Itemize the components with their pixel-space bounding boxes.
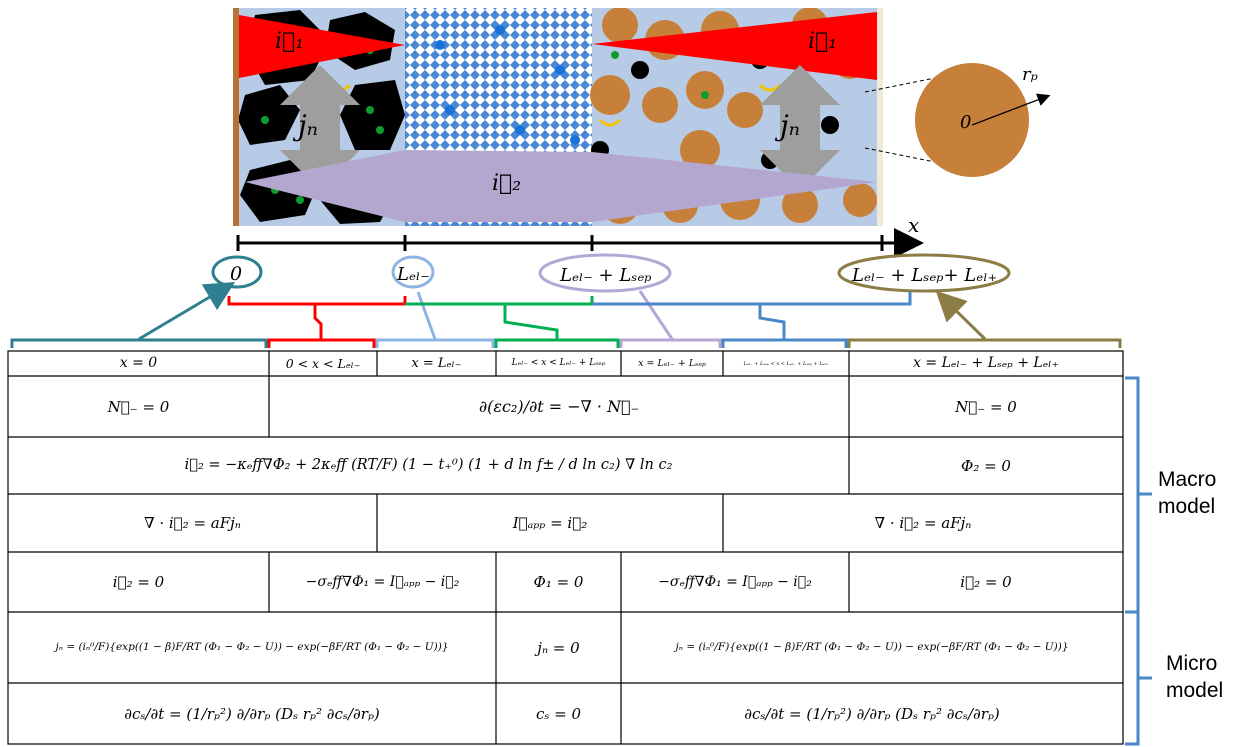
eq-solid-diffusion-neg: ∂cₛ/∂t = (1/rₚ²) ∂/∂rₚ (Dₛ rₚ² ∂cₛ/∂rₚ) [124,704,380,723]
eq-charge-balance-neg: ∇ · i⃗₂ = aFjₙ [144,514,241,532]
cell-schematic [233,8,883,226]
header-neg-domain: 0 < x < Lₑₗ₋ [285,356,361,371]
eq-i2-bc-left: i⃗₂ = 0 [112,573,165,591]
header-x0: x = 0 [119,355,158,372]
bracket-xlneg [375,338,495,348]
i1-left-label: i⃗₁ [275,29,304,54]
bracket-xend [847,338,1122,348]
eq-i2-bc-right: i⃗₂ = 0 [960,573,1012,591]
header-x-sep: x = Lₑₗ₋ + Lₛₑₚ [638,357,706,369]
eq-phi1-bc: Φ₁ = 0 [533,573,584,591]
micro-label-line1: Micro [1166,652,1218,675]
macro-model-label: Macro model [1158,466,1216,521]
position-label-1: Lₑₗ₋ [396,264,430,285]
header-x-end: x = Lₑₗ₋ + Lₛₑₚ + Lₑₗ₊ [913,355,1059,372]
eq-butler-volmer-pos: jₙ = (iₙ⁰/F){exp((1 − β)F/RT (Φ₁ − Φ₂ − … [675,641,1069,654]
eq-ohm-neg: −σₑff∇Φ₁ = I⃗ₐₚₚ − i⃗₂ [305,573,460,590]
position-label-3: Lₑₗ₋ + Lₛₑₚ+ Lₑₗ₊ [851,265,997,286]
i2-label: i⃗₂ [492,171,521,196]
position-label-0: 0 [230,263,242,285]
position-label-2: Lₑₗ₋ + Lₛₑₚ [559,265,652,286]
bracket-neg [267,338,376,348]
eq-flux-bc-right: N⃗₋ = 0 [955,397,1017,416]
eq-mass-balance: ∂(εc₂)/∂t = −∇ · N⃗₋ [478,396,640,416]
i1-right-label: i⃗₁ [808,29,837,54]
positive-current-collector [877,8,883,226]
eq-ohm-pos: −σₑff∇Φ₁ = I⃗ₐₚₚ − i⃗₂ [658,573,812,590]
particle-center-label: 0 [960,112,971,133]
eq-solid-diffusion-pos: ∂cₛ/∂t = (1/rₚ²) ∂/∂rₚ (Dₛ rₚ² ∂cₛ/∂rₚ) [744,704,1000,723]
equation-table-grid [7,350,1124,745]
micro-label-line2: model [1166,679,1224,703]
i2-arrow [245,150,877,222]
bracket-xsep [619,338,722,348]
arrow-x0 [138,281,236,341]
radius-arrow [971,93,1051,126]
macro-label-line2: model [1158,495,1216,519]
eq-butler-volmer-neg: jₙ = (iₙ⁰/F){exp((1 − β)F/RT (Φ₁ − Φ₂ − … [55,641,449,654]
bracket-pos [721,338,848,348]
model-brackets [1125,376,1152,746]
negative-current-collector [233,8,239,226]
zoomed-particle: 0 rₚ [864,63,1051,177]
x-axis: x [236,213,924,258]
particle-radius-label: rₚ [1022,64,1038,85]
i1-right-arrow [592,12,877,80]
eq-phi2-bc: Φ₂ = 0 [961,456,1011,475]
macro-label-line1: Macro [1158,468,1217,491]
i1-left-arrow [239,15,405,78]
x-axis-label: x [908,213,919,237]
position-markers: 0 Lₑₗ₋ Lₑₗ₋ + Lₛₑₚ Lₑₗ₋ + Lₛₑₚ+ Lₑₗ₊ [211,253,1011,293]
header-pos-domain: Lₑₗ₋ + Lₛₑₚ < x < Lₑₗ₋ + Lₛₑₚ + Lₑₗ₊ [743,360,829,367]
eq-electrolyte-current: i⃗₂ = −κₑff∇Φ₂ + 2κₑff (RT/F) (1 − t₊⁰) … [184,456,673,473]
header-sep-domain: Lₑₗ₋ < x < Lₑₗ₋ + Lₛₑₚ [511,358,606,369]
eq-charge-balance-pos: ∇ · i⃗₂ = aFjₙ [874,514,972,532]
bracket-x0 [10,338,268,348]
micro-bracket [1125,610,1140,746]
jn-left-arrow [280,65,360,190]
bracket-sep [494,338,620,348]
header-x-lneg: x = Lₑₗ₋ [411,355,462,371]
macro-bracket [1125,376,1140,614]
micro-model-label: Micro model [1166,650,1223,705]
eq-current-sep: I⃗ₐₚₚ = i⃗₂ [512,514,588,532]
domain-brackets [10,281,1122,348]
jn-right-arrow [760,65,840,190]
eq-jn-sep: jₙ = 0 [537,638,580,657]
particle-circle [915,63,1029,177]
eq-cs-sep: cₛ = 0 [535,704,582,723]
eq-flux-bc-left: N⃗₋ = 0 [107,397,170,416]
